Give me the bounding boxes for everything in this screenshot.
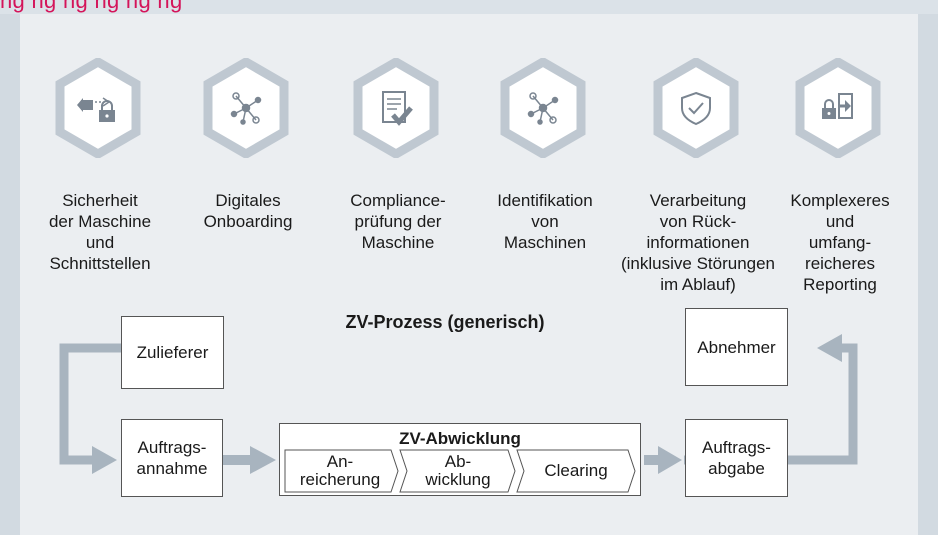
step-processing: Ab- wicklung (408, 452, 508, 490)
label-line: informationen (646, 233, 750, 252)
label-line: Maschinen (503, 233, 587, 252)
label-line: und (85, 233, 115, 252)
lock-arrows-icon (822, 93, 853, 119)
label-line: prüfung der (354, 212, 442, 231)
hexagon (55, 58, 141, 158)
arrow-intake-to-handling (222, 446, 276, 474)
supplier-box: Zulieferer (121, 316, 224, 389)
step-outline-processing (399, 449, 516, 493)
supplier-label: Zulieferer (136, 343, 209, 362)
step-line: Ab- (444, 452, 472, 471)
capability-label: Compliance- prüfung der Maschine (318, 190, 478, 253)
label-line: Schnittstellen (49, 254, 151, 273)
shield-check-icon (681, 91, 711, 126)
label-line: Digitales (215, 191, 281, 210)
capability-label: Digitales Onboarding (168, 190, 328, 232)
header-strip: ng ng ng ng ng ng (0, 0, 938, 14)
step-line: An- (326, 452, 354, 471)
label-line: Maschine (361, 233, 435, 252)
label-line: Sicherheit (62, 191, 138, 210)
step-line: reicherung (299, 470, 381, 489)
order-intake-line: Auftrags- (137, 438, 207, 457)
handling-steps-outline (284, 449, 636, 493)
diagram-panel: Sicherheit der Maschine und Schnittstell… (20, 14, 918, 535)
label-line: Komplexeres (790, 191, 890, 210)
capability-label: Komplexeres und umfang- reicheres Report… (760, 190, 920, 295)
label-line: von (531, 212, 559, 231)
label-line: Reporting (803, 275, 877, 294)
label-line: Compliance- (350, 191, 446, 210)
document-check-icon (382, 91, 413, 126)
hexagon (353, 58, 439, 158)
step-enrichment: An- reicherung (290, 452, 390, 490)
network-nodes-icon (527, 92, 559, 125)
step-outline-clearing (516, 449, 636, 493)
order-output-line: abgabe (708, 459, 765, 478)
label-line: und (825, 212, 855, 231)
arrow-handling-to-output (644, 446, 682, 474)
step-line: wicklung (425, 470, 491, 489)
label-line: im Ablauf) (660, 275, 736, 294)
order-output-line: Auftrags- (702, 438, 771, 457)
process-title: ZV-Prozess (generisch) (345, 312, 545, 332)
plug-lock-icon (77, 97, 115, 122)
hexagon (203, 58, 289, 158)
order-intake-box: Auftrags- annahme (121, 419, 223, 497)
label-line: Verarbeitung (649, 191, 747, 210)
step-clearing: Clearing (525, 452, 627, 490)
hexagon (795, 58, 881, 158)
capability-label: Verarbeitung von Rück- informationen (in… (618, 190, 778, 295)
label-line: der Maschine (48, 212, 152, 231)
label-line: Onboarding (203, 212, 293, 231)
label-line: von Rück- (659, 212, 737, 231)
customer-label: Abnehmer (697, 337, 776, 357)
customer-box: Abnehmer (685, 308, 788, 386)
label-line: (inklusive Störungen (620, 254, 776, 273)
header-text: ng ng ng ng ng ng (0, 0, 183, 13)
capability-label: Identifikation von Maschinen (465, 190, 625, 253)
handling-title: ZV-Abwicklung (399, 429, 521, 448)
arrow-head-intake (92, 446, 117, 474)
capability-label: Sicherheit der Maschine und Schnittstell… (20, 190, 180, 274)
step-line: Clearing (544, 461, 608, 480)
hexagon (500, 58, 586, 158)
step-outline-enrichment (284, 449, 399, 493)
supplier-connector (59, 343, 121, 465)
handling-box: ZV-Abwicklung An- reicherung Ab- wicklun… (279, 423, 641, 496)
order-output-box: Auftrags- abgabe (685, 419, 788, 497)
network-nodes-icon (230, 92, 262, 125)
label-line: reicheres (805, 254, 875, 273)
label-line: umfang- (808, 233, 872, 252)
hexagon (653, 58, 739, 158)
arrow-head-customer (817, 334, 842, 362)
label-line: Identifikation (497, 191, 593, 210)
order-intake-line: annahme (136, 459, 208, 478)
